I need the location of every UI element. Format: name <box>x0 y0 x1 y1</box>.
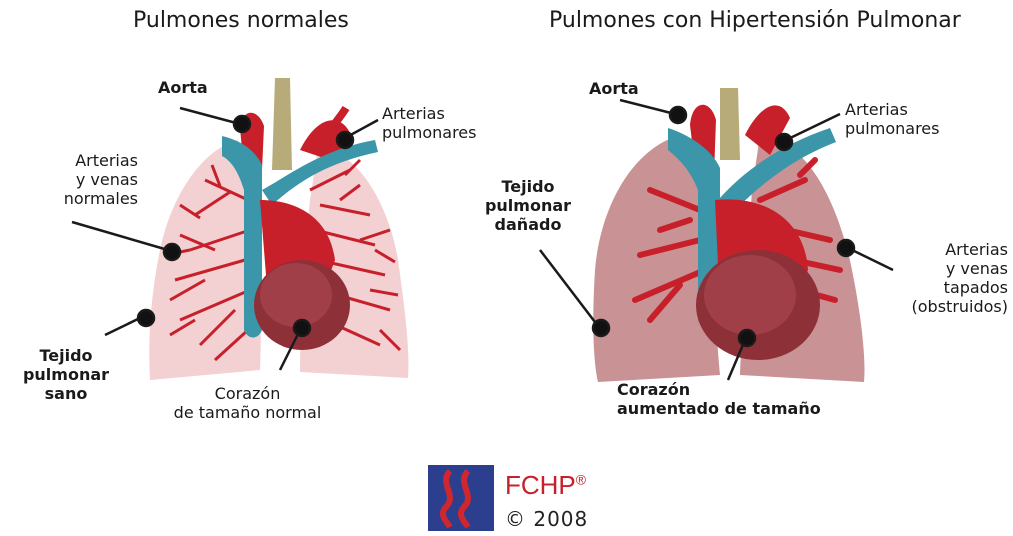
dot-damaged-aorta <box>668 105 688 125</box>
damaged-left-lung <box>593 135 720 382</box>
hypertension-lungs-figure <box>593 88 865 382</box>
normal-right-vessels <box>309 158 402 352</box>
label-normal-pulmonary-arteries: Arterias pulmonares <box>382 104 477 142</box>
registered-mark: ® <box>575 471 587 488</box>
logo-name: FCHP® <box>505 470 586 501</box>
dot-damaged-vessels <box>836 238 856 258</box>
dot-normal-pulmonary <box>335 130 355 150</box>
dot-damaged-pulmonary <box>774 132 794 152</box>
label-normal-aorta: Aorta <box>158 78 208 97</box>
label-damaged-aorta: Aorta <box>589 79 639 98</box>
dot-damaged-heart <box>737 328 757 348</box>
pointer-lines <box>71 98 894 381</box>
label-damaged-pulmonary-arteries: Arterias pulmonares <box>845 100 940 138</box>
fchp-logo-icon <box>428 465 494 531</box>
normal-trachea <box>272 78 292 170</box>
dot-normal-vessels <box>162 242 182 262</box>
normal-left-vessels <box>164 164 251 362</box>
damaged-left-vessels <box>632 187 708 323</box>
normal-blue-vessel <box>222 136 262 338</box>
dot-normal-aorta <box>232 114 252 134</box>
damaged-trachea <box>720 88 740 160</box>
logo-name-text: FCHP <box>505 470 576 500</box>
copyright-year: © 2008 <box>505 507 589 531</box>
heart-vessels-icon <box>439 468 471 529</box>
title-hypertension-lungs: Pulmones con Hipertensión Pulmonar <box>549 8 961 33</box>
normal-left-lung <box>149 140 261 380</box>
label-normal-tissue: Tejido pulmonar sano <box>22 346 110 403</box>
label-normal-vessels: Arterias y venas normales <box>63 151 138 208</box>
label-normal-heart: Corazón de tamaño normal <box>173 384 322 422</box>
label-damaged-vessels: Arterias y venas tapados (obstruidos) <box>911 240 1008 316</box>
dot-normal-tissue <box>136 308 156 328</box>
normal-lungs-figure <box>149 78 409 380</box>
label-damaged-heart: Corazón aumentado de tamaño <box>617 380 821 418</box>
title-normal-lungs: Pulmones normales <box>133 8 349 33</box>
label-damaged-tissue: Tejido pulmonar dañado <box>484 177 572 234</box>
dot-normal-heart <box>292 318 312 338</box>
dot-damaged-tissue <box>591 318 611 338</box>
